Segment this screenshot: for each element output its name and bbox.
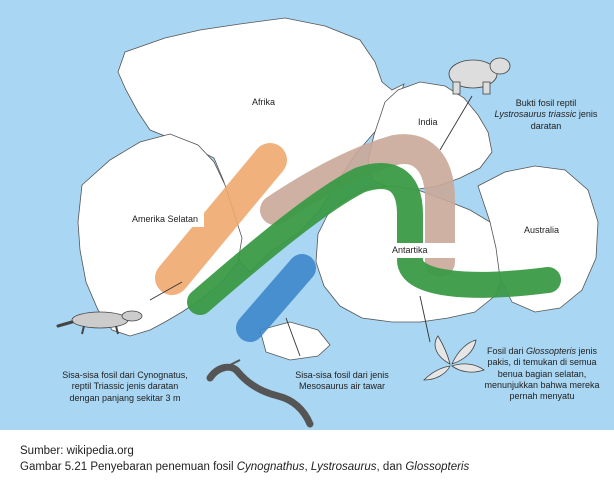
mesosaurus-annotation-line2: Mesosaurus air tawar	[298, 381, 386, 392]
caption-taxon-cynognathus: Cynognathus	[236, 461, 305, 473]
glossopteris-annotation: Fosil dari Glossopteris jenis pakis, di …	[478, 346, 606, 402]
mesosaurus-pointer	[285, 317, 301, 357]
glossopteris-band	[187, 163, 561, 315]
lystrosaurus-illustration	[448, 57, 511, 95]
lystrosaurus-pointer	[439, 95, 473, 151]
glossopteris-annotation-suffix: jenis	[576, 346, 598, 356]
lystrosaurus-band	[260, 134, 455, 277]
figure-caption-prefix: Gambar 5.21 Penyebaran penemuan fosil	[20, 461, 237, 473]
lystrosaurus-species: Lystrosaurus triassic	[494, 109, 577, 120]
cynognathus-band	[155, 143, 287, 295]
mesosaurus-annotation-line1: Sisa-sisa fosil dari jenis	[295, 370, 389, 380]
glossopteris-annotation-line4: menunjukkan bahwa mereka	[484, 379, 600, 390]
cynognathus-annotation-line1: Sisa-sisa fosil dari Cynognatus,	[62, 370, 188, 380]
caption-taxon-glossopteris: Glossopteris	[405, 461, 470, 473]
lystrosaurus-annotation-line2: Lystrosaurus triassic jenis	[490, 109, 602, 120]
india-label: India	[418, 117, 438, 127]
cynognathus-annotation-line2: reptil Triassic jenis daratan	[71, 381, 179, 392]
cynognathus-annotation-line3: dengan panjang sekitar 3 m	[69, 392, 181, 403]
caption-conjunction: , dan	[376, 461, 406, 473]
mesosaurus-illustration	[206, 359, 314, 428]
lystrosaurus-annotation-line1: Bukti fosil reptil	[515, 98, 577, 108]
australia-label: Australia	[524, 225, 560, 235]
lystrosaurus-annotation-line3: daratan	[530, 120, 562, 131]
glossopteris-annotation-line5: pernah menyatu	[509, 391, 575, 401]
source-caption: Sumber: wikipedia.org	[20, 445, 134, 457]
figure-caption: Gambar 5.21 Penyebaran penemuan fosil Cy…	[20, 461, 469, 473]
mesosaurus-band	[236, 254, 316, 342]
glossopteris-pointer	[419, 295, 431, 343]
glossopteris-annotation-line3: benua bagian selatan,	[497, 368, 587, 379]
caption-separator: ,	[304, 461, 311, 473]
cynognathus-annotation: Sisa-sisa fosil dari Cynognatus, reptil …	[46, 370, 204, 404]
pointer-lines	[149, 95, 473, 357]
cynognathus-pointer	[149, 281, 183, 301]
glossopteris-species: Glossopteris	[525, 346, 577, 356]
lystrosaurus-annotation: Bukti fosil reptil Lystrosaurus triassic…	[490, 98, 602, 132]
gondwana-map	[0, 0, 614, 430]
small-landmass	[259, 321, 331, 361]
caption-taxon-lystrosaurus: Lystrosaurus	[310, 461, 377, 473]
glossopteris-annotation-prefix: Fosil dari	[486, 346, 526, 356]
mesosaurus-annotation: Sisa-sisa fosil dari jenis Mesosaurus ai…	[282, 370, 402, 393]
south-america-label: Amerika Selatan	[130, 212, 205, 228]
glossopteris-annotation-line2: pakis, di temukan di semua	[487, 357, 597, 368]
africa-label: Afrika	[252, 97, 276, 107]
lystrosaurus-annotation-line2-rest: jenis	[576, 109, 598, 120]
antarctica-label: Antartika	[390, 243, 458, 259]
glossopteris-annotation-line1: Fosil dari Glossopteris jenis	[478, 346, 606, 357]
cynognathus-illustration	[56, 310, 143, 335]
glossopteris-illustration	[423, 335, 485, 381]
